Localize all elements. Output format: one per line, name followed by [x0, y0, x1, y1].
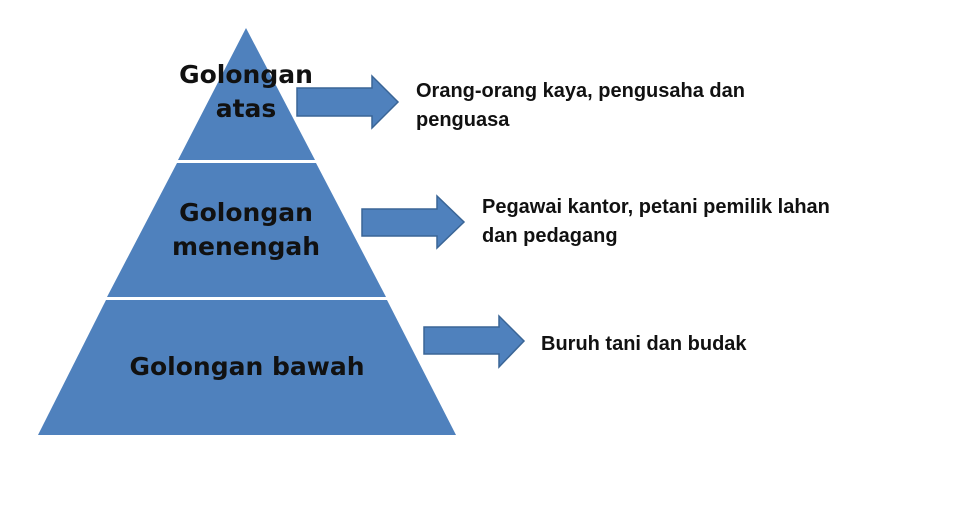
tier-label-line: atas — [215, 94, 277, 123]
tier-shape-atas — [178, 28, 315, 160]
description-line: dan pedagang — [482, 225, 618, 247]
tier-label-menengah: Golongan menengah — [146, 196, 346, 264]
description-menengah: Pegawai kantor, petani pemilik lahan dan… — [482, 193, 830, 251]
tier-label-line: Golongan — [179, 60, 313, 89]
description-line: Orang-orang kaya, pengusaha dan — [416, 80, 745, 102]
right-arrow-icon — [296, 74, 400, 130]
tier-label-line: menengah — [171, 232, 321, 261]
description-bawah: Buruh tani dan budak — [541, 330, 747, 359]
tier-label-line: Golongan bawah — [129, 352, 365, 381]
tier-label-atas: Golongan atas — [160, 58, 332, 126]
tier-label-bawah: Golongan bawah — [100, 350, 394, 384]
description-line: Pegawai kantor, petani pemilik lahan — [482, 196, 830, 218]
description-line: penguasa — [416, 109, 510, 131]
description-line: Buruh tani dan budak — [541, 333, 747, 355]
right-arrow-icon — [361, 194, 466, 250]
tier-shape-bawah — [38, 300, 456, 435]
tier-label-line: Golongan — [179, 198, 313, 227]
description-atas: Orang-orang kaya, pengusaha dan penguasa — [416, 77, 745, 135]
right-arrow-icon — [423, 314, 526, 369]
tier-shape-menengah — [107, 163, 386, 297]
